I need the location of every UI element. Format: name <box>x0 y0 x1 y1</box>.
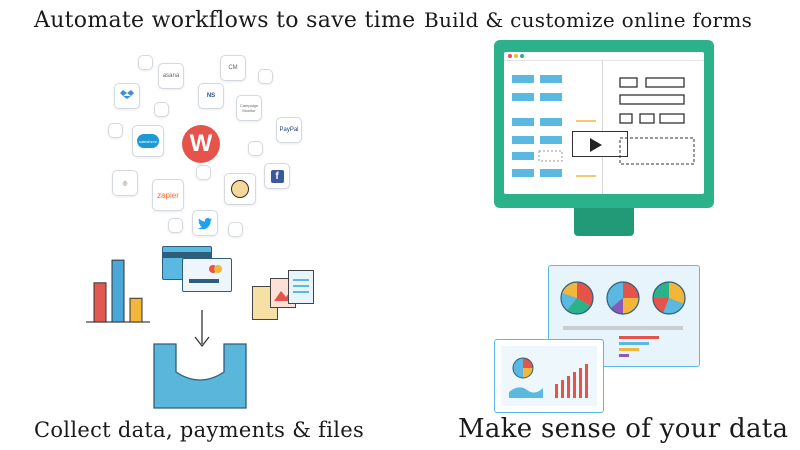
mailchimp-icon <box>224 173 256 205</box>
pie-chart <box>652 281 686 315</box>
monitor-screen <box>504 52 704 194</box>
card-chip-red <box>209 265 217 273</box>
window-minimize-dot <box>514 54 518 58</box>
small-pie-chart <box>512 357 534 379</box>
paypal-label: PayPal <box>279 127 299 133</box>
bar-1 <box>93 282 107 323</box>
cursor-icon <box>590 138 602 152</box>
blank-tile <box>168 218 183 233</box>
heading-make-sense-data: Make sense of your data <box>458 414 789 444</box>
campaign-monitor-label: Campaign Monitor <box>239 103 259 113</box>
salesforce-cloud-icon: salesforce <box>137 134 159 148</box>
form-canvas <box>619 77 695 165</box>
pie-charts <box>560 281 686 357</box>
campaign-monitor-icon: CM <box>220 55 246 81</box>
dropbox-icon <box>114 83 140 109</box>
zapier-label: zapier <box>157 190 179 200</box>
blank-tile <box>108 123 123 138</box>
heading-automate-workflows: Automate workflows to save time <box>34 8 416 33</box>
blank-tile <box>258 69 273 84</box>
twitter-icon <box>192 210 218 236</box>
area-chart <box>509 387 543 398</box>
mailchimp-monkey-icon <box>231 180 249 198</box>
bar-chart <box>86 259 150 323</box>
field-palette <box>504 61 603 194</box>
facebook-label: f <box>270 169 284 183</box>
blank-tile <box>154 102 169 117</box>
file-document-icon <box>288 270 314 304</box>
zapier-icon: zapier <box>152 179 184 211</box>
collect-illustration <box>80 240 340 415</box>
monitor-stand <box>574 208 634 236</box>
heading-collect-data: Collect data, payments & files <box>34 418 365 442</box>
salesforce-icon: salesforce <box>132 125 164 157</box>
dashboard-window-front <box>494 339 604 413</box>
palette-fields <box>512 75 596 177</box>
down-arrow-icon <box>194 310 210 348</box>
wufoo-logo: W <box>182 125 220 163</box>
heading-build-forms: Build & customize online forms <box>424 8 753 32</box>
inbox-tray-icon <box>153 343 247 409</box>
blank-tile <box>138 55 153 70</box>
form-builder-monitor <box>494 40 714 236</box>
blank-tile <box>228 222 243 237</box>
window-maximize-dot <box>520 54 524 58</box>
campaign-monitor-icon: Campaign Monitor <box>236 95 262 121</box>
bar-2 <box>111 259 125 323</box>
blank-tile <box>248 141 263 156</box>
card-stripe <box>163 252 211 258</box>
window-close-dot <box>508 54 512 58</box>
asana-icon: asana <box>158 63 184 89</box>
blank-tile <box>196 165 211 180</box>
asana-label: asana <box>162 73 180 79</box>
card-chip-yellow <box>214 265 222 273</box>
facebook-icon: f <box>264 163 290 189</box>
window-titlebar <box>504 52 704 61</box>
paypal-icon: PayPal <box>276 117 302 143</box>
pie-chart <box>606 281 640 315</box>
small-bar-chart <box>555 364 588 398</box>
netsuite-icon: NS <box>198 83 224 109</box>
placeholder-icon: ◎ <box>112 170 138 196</box>
credit-card-front <box>182 258 232 292</box>
dashboard-window-back <box>548 265 700 367</box>
integrations-cloud: asana NS CM Campaign Monitor salesforce … <box>100 55 302 237</box>
front-charts <box>501 346 597 406</box>
analytics-illustration <box>494 265 704 415</box>
bar-3 <box>129 297 143 323</box>
pie-chart <box>560 281 594 315</box>
card-number-bar <box>189 279 219 283</box>
